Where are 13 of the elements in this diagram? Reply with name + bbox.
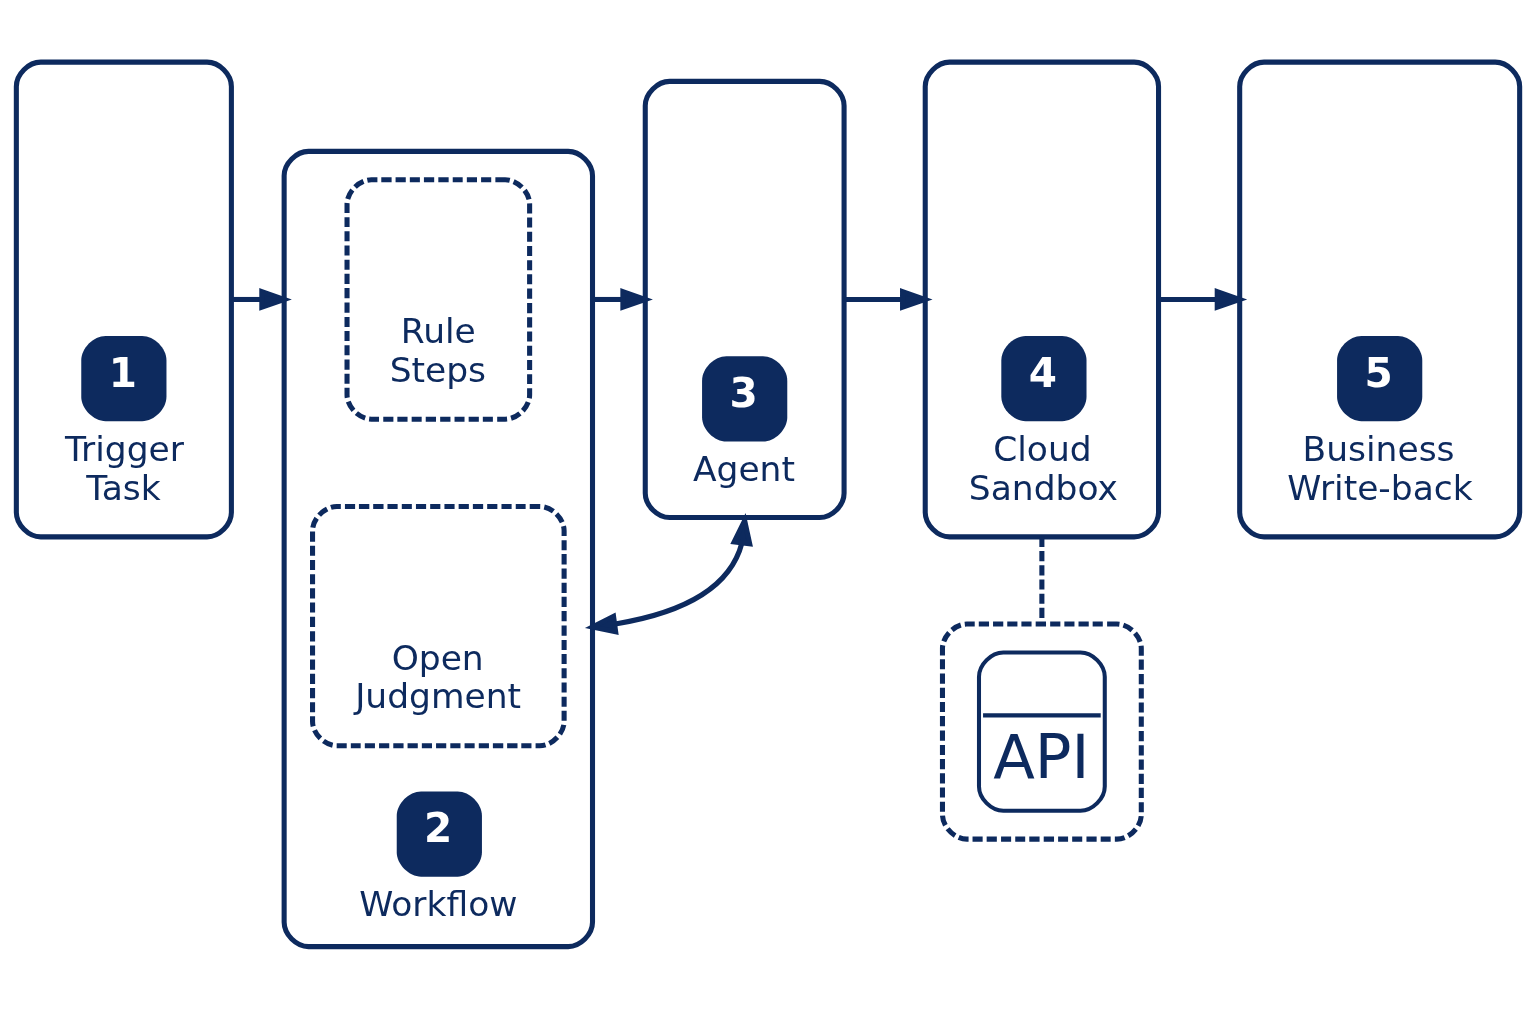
- arrow: [1158, 287, 1248, 311]
- node-box: 3 Agent: [642, 78, 847, 520]
- arrow: [592, 287, 653, 311]
- node-box: Rule Steps: [344, 176, 533, 422]
- node-box: 4 Cloud Sandbox: [922, 59, 1162, 539]
- node-box: 5 Business Write-back: [1237, 59, 1523, 539]
- arrow: [844, 287, 933, 311]
- node-box: Open Judgment: [310, 503, 567, 748]
- arrow: [584, 512, 753, 635]
- node-box: 1 Trigger Task: [13, 59, 234, 539]
- node-box: API: [939, 621, 1144, 842]
- arrow: [231, 287, 292, 311]
- connector: [1039, 536, 1045, 624]
